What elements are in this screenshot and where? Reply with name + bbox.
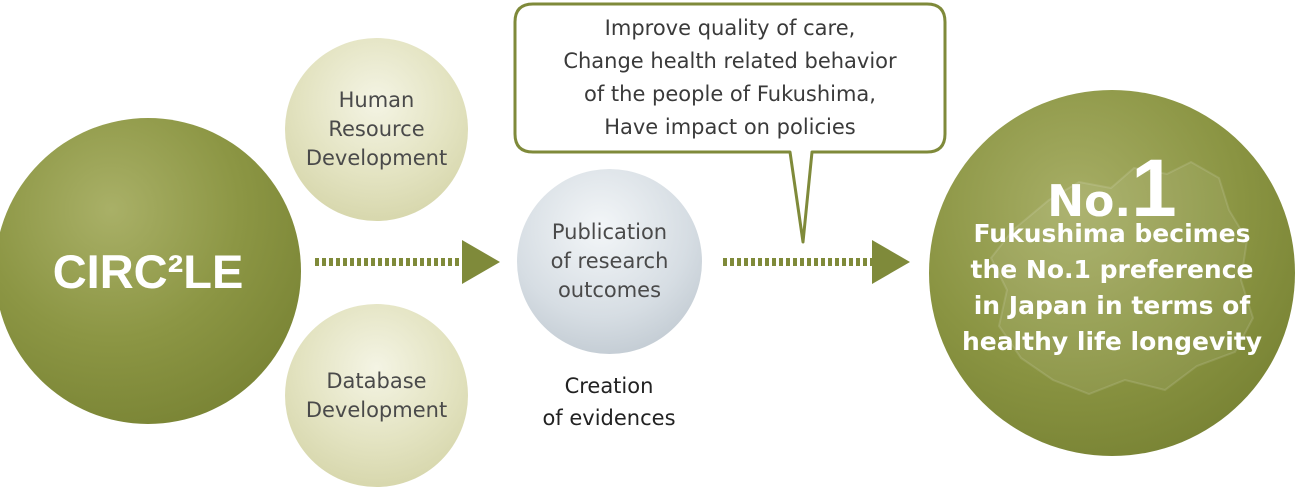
no1-heading: No.1	[929, 142, 1295, 236]
speech-bubble-outline	[513, 2, 947, 244]
label-line: Development	[305, 397, 448, 422]
human-resource-label: Human Resource Development	[306, 86, 447, 173]
circle-publication-of-research-outcomes: Publication of research outcomes	[517, 169, 702, 354]
label-line: outcomes	[557, 278, 662, 302]
arrow-to-goal	[723, 240, 910, 284]
label-line: Publication	[551, 220, 668, 244]
label-line: Resource	[328, 117, 425, 141]
goal-line: the No.1 preference	[970, 255, 1254, 284]
circle-human-resource-development: Human Resource Development	[285, 38, 468, 221]
database-label: Database Development	[306, 367, 447, 425]
no-label: No.	[1047, 176, 1132, 227]
label-line: of research	[550, 249, 669, 273]
caption-line: of evidences	[542, 406, 676, 430]
bubble-line: Change health related behavior	[563, 49, 897, 73]
fukushima-map-icon	[989, 160, 1255, 396]
evidence-caption: Creation of evidences	[509, 370, 709, 434]
speech-bubble: Improve quality of care, Change health r…	[515, 4, 945, 152]
circle-database-development: Database Development	[285, 304, 468, 487]
bubble-line: Improve quality of care,	[604, 16, 856, 40]
main-circle-label: CIRC²LE	[52, 244, 244, 298]
arrow-to-publication	[315, 240, 500, 284]
label-line: Human	[338, 88, 415, 112]
label-line: Development	[305, 146, 448, 170]
circle-fukushima-no1-goal: No.1 Fukushima becimes the No.1 preferen…	[929, 90, 1295, 456]
circle-circle-main: CIRC²LE	[0, 118, 301, 424]
one-label: 1	[1131, 143, 1177, 234]
caption-line: Creation	[564, 374, 654, 398]
bubble-line: of the people of Fukushima,	[584, 82, 876, 106]
speech-bubble-text: Improve quality of care, Change health r…	[563, 12, 896, 144]
goal-description: Fukushima becimes the No.1 preference in…	[929, 216, 1295, 360]
goal-line: in Japan in terms of	[973, 291, 1251, 320]
label-line: Database	[326, 368, 427, 393]
publication-label: Publication of research outcomes	[551, 218, 669, 305]
bubble-line: Have impact on policies	[604, 115, 856, 139]
goal-line: healthy life longevity	[961, 327, 1263, 356]
goal-line: Fukushima becimes	[973, 219, 1251, 248]
